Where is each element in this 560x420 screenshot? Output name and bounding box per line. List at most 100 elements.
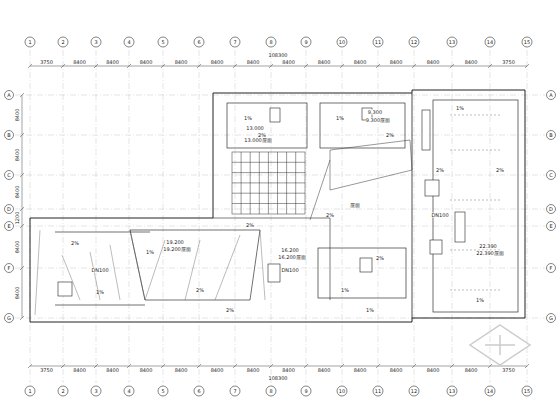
grid-bubble-letter: A — [549, 93, 552, 98]
dimension: 8400 — [15, 186, 20, 199]
dimension: 8400 — [140, 368, 153, 373]
dimension: 8400 — [73, 368, 86, 373]
grid-bubble-letter: B — [549, 133, 552, 138]
elevation-mark: 19.200 — [166, 240, 184, 245]
grid-bubble-letter: F — [8, 266, 11, 271]
slope-mark: 2% — [436, 168, 444, 173]
grid-bubble-number: 13 — [449, 389, 455, 394]
dimension: 8400 — [106, 60, 119, 65]
grid-bubble-number: 9 — [304, 389, 307, 394]
grid-bubble-number: 11 — [375, 389, 381, 394]
dimension: 8400 — [211, 60, 224, 65]
dimension: 8400 — [390, 60, 403, 65]
grid-bubble-number: 15 — [524, 40, 530, 45]
dimension: 8400 — [318, 60, 331, 65]
grid-bubble-letter: D — [549, 207, 553, 212]
grid-bubble-number: 2 — [61, 40, 64, 45]
roof-label: 屋面 — [350, 203, 360, 208]
slope-mark: 2% — [496, 168, 504, 173]
total-dimension: 108300 — [268, 53, 287, 58]
slope-mark: 1% — [96, 290, 104, 295]
grid-bubble-number: 8 — [269, 389, 272, 394]
slope-mark: 1% — [366, 308, 374, 313]
dimension: 8400 — [247, 368, 260, 373]
slope-mark: 1% — [456, 106, 464, 111]
dimension: 8400 — [211, 368, 224, 373]
grid-bubble-number: 14 — [487, 40, 493, 45]
grid-bubble-number: 8 — [269, 40, 272, 45]
dimension: 8400 — [465, 368, 478, 373]
dimension: 3750 — [502, 60, 515, 65]
elevation-mark: 16.200 — [281, 248, 299, 253]
grid-bubble-number: 1 — [28, 389, 31, 394]
dimension: 8400 — [354, 368, 367, 373]
grid-bubble-letter: G — [7, 316, 11, 321]
skylight-grid — [232, 152, 305, 214]
slope-mark: 2% — [386, 133, 394, 138]
slope-mark: 2% — [71, 241, 79, 246]
grid-bubble-number: 4 — [127, 40, 130, 45]
pipe-size: DN100 — [91, 268, 108, 273]
slope-mark: 2% — [376, 256, 384, 261]
dimension: 8400 — [390, 368, 403, 373]
slope-mark: 2% — [246, 223, 254, 228]
grid-bubble-number: 5 — [161, 40, 164, 45]
dimension: 8400 — [175, 60, 188, 65]
elevation-mark: 16.200屋面 — [278, 255, 306, 260]
slope-mark: 1% — [146, 250, 154, 255]
grid-bubble-number: 14 — [487, 389, 493, 394]
slope-mark: 1% — [244, 116, 252, 121]
grid-bubble-letter: E — [7, 224, 10, 229]
dimension: 3750 — [40, 368, 53, 373]
grid-bubble-number: 6 — [197, 40, 200, 45]
equipment-symbols — [58, 108, 465, 296]
dimension: 8400 — [354, 60, 367, 65]
grid-bubble-number: 7 — [233, 40, 236, 45]
dimension: 8400 — [15, 109, 20, 122]
dimension: 8400 — [15, 149, 20, 162]
grid-bubble-letter: A — [7, 93, 10, 98]
dimension: 8400 — [427, 368, 440, 373]
slope-mark: 2% — [196, 288, 204, 293]
grid-bubble-letter: E — [549, 224, 552, 229]
grid-bubble-number: 4 — [127, 389, 130, 394]
dimension: 8400 — [465, 60, 478, 65]
grid-bubble-number: 3 — [94, 40, 97, 45]
elevation-mark: 9.300屋面 — [366, 118, 390, 123]
dimension: 1200 — [15, 211, 20, 224]
grid-bubble-number: 3 — [94, 389, 97, 394]
dimension: 3750 — [502, 368, 515, 373]
grid-bubble-number: 12 — [411, 389, 417, 394]
dimension: 8400 — [140, 60, 153, 65]
dimension: 8400 — [282, 368, 295, 373]
dimension: 8400 — [15, 241, 20, 254]
dimension: 3750 — [40, 60, 53, 65]
grid-bubble-letter: C — [549, 173, 553, 178]
grid-bubble-letter: G — [549, 316, 553, 321]
grid-bubble-letter: D — [7, 207, 11, 212]
dimension: 8400 — [318, 368, 331, 373]
dimension: 8400 — [175, 368, 188, 373]
grid-bubble-number: 13 — [449, 40, 455, 45]
grid-bubble-number: 10 — [339, 40, 345, 45]
elevation-mark: 19.200屋面 — [163, 247, 191, 252]
grid-bubble-letter: F — [550, 266, 553, 271]
grid-bubble-number: 2 — [61, 389, 64, 394]
elevation-mark: 13.000 — [246, 126, 264, 131]
grid-bubble-number: 1 — [28, 40, 31, 45]
elevation-mark: 13.000屋面 — [244, 138, 272, 143]
grid-bubble-number: 11 — [375, 40, 381, 45]
dimension: 8400 — [427, 60, 440, 65]
elevation-mark: 9.300 — [368, 110, 382, 115]
slope-mark: 1% — [476, 298, 484, 303]
slope-mark: 1% — [336, 116, 344, 121]
grid-bubble-number: 5 — [161, 389, 164, 394]
grid-bubble-letter: B — [7, 133, 10, 138]
grid-bubble-number: 9 — [304, 40, 307, 45]
watermark-logo — [470, 325, 530, 365]
pipe-size: DN100 — [281, 268, 298, 273]
dimension: 8400 — [282, 60, 295, 65]
elevation-mark: 22.390 — [479, 244, 497, 249]
roof-rooms — [55, 100, 518, 312]
dimension: 8400 — [247, 60, 260, 65]
